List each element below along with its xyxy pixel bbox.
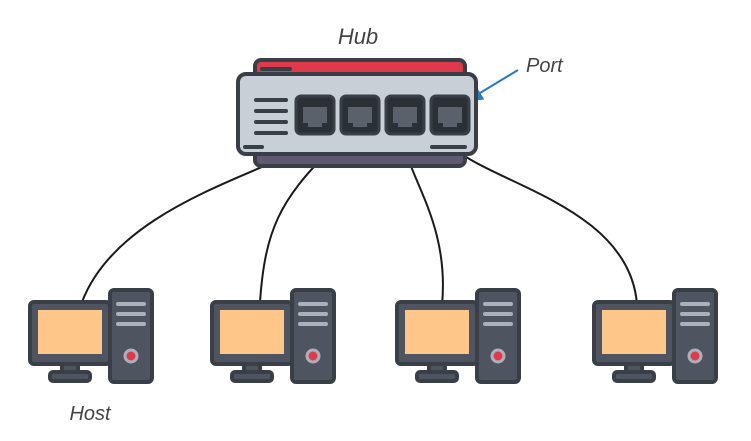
- desktop-computer-icon: [395, 288, 521, 384]
- desktop-computer-icon: [28, 288, 154, 384]
- host-label: Host: [69, 403, 112, 425]
- desktop-computer-icon: [592, 288, 718, 384]
- hub-vent-lines: [254, 98, 288, 135]
- host-computer-2: [210, 288, 336, 384]
- port-3: [384, 94, 426, 136]
- cable-2: [259, 149, 331, 303]
- port-2: [339, 94, 381, 136]
- port-1: [294, 94, 336, 136]
- port-4: [429, 94, 471, 136]
- cable-1: [81, 154, 289, 303]
- hub-ports: [294, 94, 471, 136]
- desktop-computer-icon: [210, 288, 336, 384]
- host-computer-4: [592, 288, 718, 384]
- port-label: Port: [526, 55, 564, 77]
- hub-label: Hub: [338, 24, 378, 49]
- host-computer-3: [395, 288, 521, 384]
- cable-4: [447, 139, 638, 306]
- host-computer-1: [28, 288, 154, 384]
